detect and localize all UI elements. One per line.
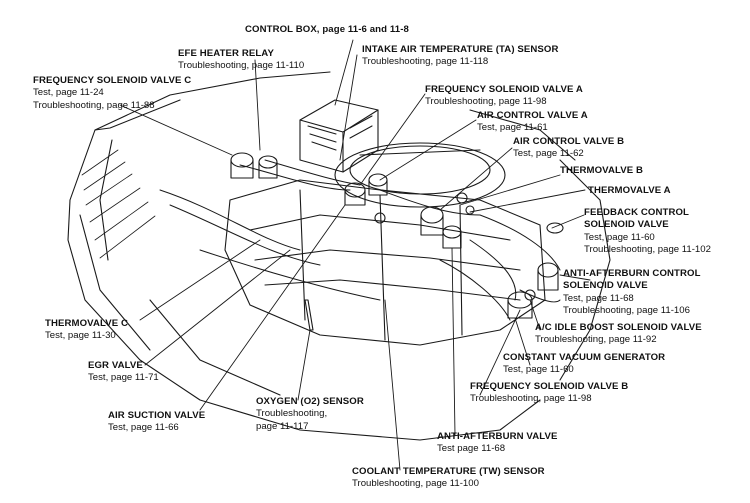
frequency-solenoid-c-title: FREQUENCY SOLENOID VALVE C bbox=[33, 75, 192, 86]
label-efe-heater-relay: EFE HEATER RELAY Troubleshooting, page 1… bbox=[178, 48, 304, 73]
label-air-control-valve-b: AIR CONTROL VALVE B Test, page 11-62 bbox=[513, 136, 624, 161]
anti-afterburn-valve-line: Test page 11-68 bbox=[437, 443, 506, 455]
label-thermovalve-c: THERMOVALVE C Test, page 11-30 bbox=[45, 318, 128, 343]
air-suction-line: Test, page 11-66 bbox=[108, 422, 179, 434]
oxygen-sensor-line-2: page 11-117 bbox=[256, 420, 309, 432]
label-feedback-control-solenoid-valve: FEEDBACK CONTROL SOLENOID VALVE Test, pa… bbox=[584, 207, 711, 256]
oxygen-sensor-line-1: Troubleshooting, bbox=[256, 408, 328, 420]
feedback-solenoid-title: SOLENOID VALVE bbox=[584, 219, 669, 231]
engine-block bbox=[224, 179, 546, 346]
label-air-suction-valve: AIR SUCTION VALVE Test, page 11-66 bbox=[108, 410, 205, 435]
constant-vacuum-title: CONSTANT VACUUM GENERATOR bbox=[503, 352, 666, 363]
oxygen-sensor-title: OXYGEN (O2) SENSOR bbox=[256, 396, 364, 407]
air-control-b-title: AIR CONTROL VALVE B bbox=[513, 136, 625, 147]
feedback-solenoid-line-1: Test, page 11-60 bbox=[584, 231, 655, 243]
leader-lines bbox=[119, 39, 591, 471]
label-control-box: CONTROL BOX, page 11-6 and 11-8 bbox=[245, 24, 409, 36]
fender-hatching bbox=[81, 149, 156, 259]
air-control-b-line: Test, page 11-62 bbox=[513, 148, 584, 160]
label-frequency-solenoid-valve-c: FREQUENCY SOLENOID VALVE C Test, page 11… bbox=[33, 75, 191, 112]
vehicle-body-outline bbox=[67, 71, 611, 441]
egr-valve-line: Test, page 11-71 bbox=[88, 372, 159, 384]
label-anti-afterburn-control-solenoid-valve: ANTI-AFTERBURN CONTROL SOLENOID VALVE Te… bbox=[563, 268, 701, 317]
label-frequency-solenoid-valve-a: FREQUENCY SOLENOID VALVE A Troubleshooti… bbox=[425, 84, 583, 109]
label-oxygen-sensor: OXYGEN (O2) SENSOR Troubleshooting, page… bbox=[256, 396, 364, 433]
anti-afterburn-solenoid-line-1: Test, page 11-68 bbox=[563, 292, 634, 304]
label-ac-idle-boost-solenoid-valve: A/C IDLE BOOST SOLENOID VALVE Troublesho… bbox=[535, 322, 702, 347]
feedback-solenoid-line-2: Troubleshooting, page 11-102 bbox=[584, 243, 711, 255]
anti-afterburn-control-title: ANTI-AFTERBURN CONTROL bbox=[563, 268, 701, 279]
anti-afterburn-solenoid-title: SOLENOID VALVE bbox=[563, 280, 648, 292]
thermovalve-c-line: Test, page 11-30 bbox=[45, 330, 116, 342]
thermovalve-b-title: THERMOVALVE B bbox=[560, 165, 644, 176]
air-control-a-line: Test, page 11-61 bbox=[477, 122, 548, 134]
label-coolant-temperature-sensor: COOLANT TEMPERATURE (TW) SENSOR Troubles… bbox=[352, 466, 545, 491]
label-intake-air-temperature-sensor: INTAKE AIR TEMPERATURE (TA) SENSOR Troub… bbox=[362, 44, 559, 69]
label-egr-valve: EGR VALVE Test, page 11-71 bbox=[88, 360, 159, 385]
frequency-solenoid-a-title: FREQUENCY SOLENOID VALVE A bbox=[425, 84, 583, 95]
frequency-solenoid-b-title: FREQUENCY SOLENOID VALVE B bbox=[470, 381, 629, 392]
label-air-control-valve-a: AIR CONTROL VALVE A Test, page 11-61 bbox=[477, 110, 588, 135]
ac-idle-boost-title: A/C IDLE BOOST SOLENOID VALVE bbox=[535, 322, 702, 333]
coolant-temperature-line: Troubleshooting, page 11-100 bbox=[352, 478, 479, 490]
frequency-solenoid-a-line: Troubleshooting, page 11-98 bbox=[425, 96, 547, 108]
frequency-solenoid-c-line-2: Troubleshooting, page 11-88 bbox=[33, 99, 155, 111]
constant-vacuum-line: Test, page 11-60 bbox=[503, 364, 574, 376]
control-box-title: CONTROL BOX, page 11-6 and 11-8 bbox=[245, 24, 409, 35]
air-suction-title: AIR SUCTION VALVE bbox=[108, 410, 206, 421]
thermovalve-a-title: THERMOVALVE A bbox=[588, 185, 671, 196]
efe-heater-relay-line: Troubleshooting, page 11-110 bbox=[178, 60, 305, 72]
thermovalve-c-title: THERMOVALVE C bbox=[45, 318, 129, 329]
valve-components bbox=[230, 152, 564, 331]
anti-afterburn-valve-title: ANTI-AFTERBURN VALVE bbox=[437, 431, 558, 442]
frequency-solenoid-b-line: Troubleshooting, page 11-98 bbox=[470, 393, 592, 405]
label-constant-vacuum-generator: CONSTANT VACUUM GENERATOR Test, page 11-… bbox=[503, 352, 665, 377]
efe-heater-relay-title: EFE HEATER RELAY bbox=[178, 48, 274, 59]
egr-valve-title: EGR VALVE bbox=[88, 360, 143, 371]
intake-air-temperature-title: INTAKE AIR TEMPERATURE (TA) SENSOR bbox=[362, 44, 559, 55]
ac-idle-boost-line: Troubleshooting, page 11-92 bbox=[535, 334, 657, 346]
label-frequency-solenoid-valve-b: FREQUENCY SOLENOID VALVE B Troubleshooti… bbox=[470, 381, 628, 406]
label-anti-afterburn-valve: ANTI-AFTERBURN VALVE Test page 11-68 bbox=[437, 431, 558, 456]
control-box-shape bbox=[299, 99, 379, 173]
frequency-solenoid-c-line-1: Test, page 11-24 bbox=[33, 87, 104, 99]
label-thermovalve-b: THERMOVALVE B bbox=[560, 165, 643, 177]
feedback-control-title: FEEDBACK CONTROL bbox=[584, 207, 689, 218]
air-control-a-title: AIR CONTROL VALVE A bbox=[477, 110, 588, 121]
label-thermovalve-a: THERMOVALVE A bbox=[588, 185, 671, 197]
anti-afterburn-solenoid-line-2: Troubleshooting, page 11-106 bbox=[563, 304, 690, 316]
intake-air-temperature-line: Troubleshooting, page 11-118 bbox=[362, 56, 489, 68]
air-cleaner-housing bbox=[334, 142, 506, 208]
coolant-temperature-title: COOLANT TEMPERATURE (TW) SENSOR bbox=[352, 466, 545, 477]
